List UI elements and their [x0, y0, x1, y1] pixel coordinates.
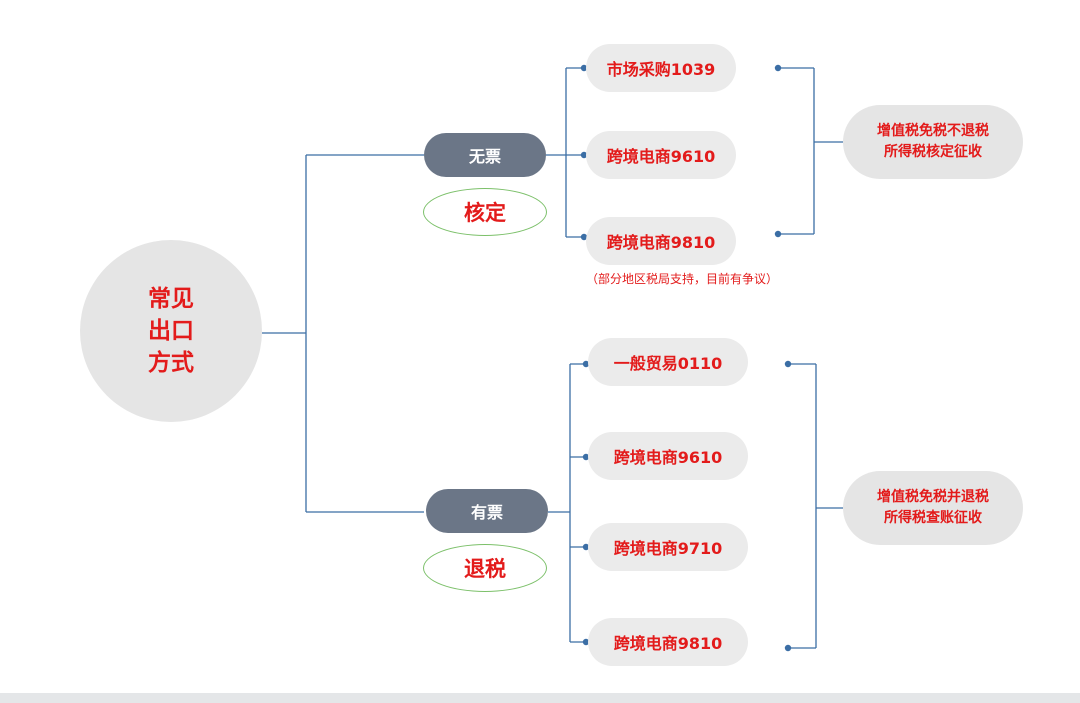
connector-dot: [774, 64, 782, 72]
connector-dot: [580, 233, 588, 241]
result-node: 增值税免税不退税 所得税核定征收: [843, 105, 1023, 179]
root-line: 常见: [148, 286, 194, 312]
branch2-result-connector: [788, 363, 843, 649]
connector-dot: [580, 151, 588, 159]
result-line: 所得税查账征收: [884, 510, 982, 526]
mode-node: 一般贸易0110: [588, 338, 748, 386]
root-connector: [262, 154, 424, 513]
branch2-mode-connector: [548, 363, 586, 643]
connector-dot: [582, 638, 590, 646]
connector-dot: [582, 360, 590, 368]
branch1-mode-connector: [546, 67, 584, 238]
connector-dot: [784, 360, 792, 368]
connector-dot: [582, 453, 590, 461]
root-node: 常见 出口 方式: [80, 240, 262, 422]
branch1-result-connector: [778, 67, 843, 235]
root-line: 方式: [148, 350, 194, 376]
mode-node: 市场采购1039: [586, 44, 736, 92]
note-text: （部分地区税局支持，目前有争议）: [586, 272, 779, 286]
result-node: 增值税免税并退税 所得税查账征收: [843, 471, 1023, 545]
tag-tax-refund: 退税: [423, 544, 547, 592]
mode-node: 跨境电商9610: [586, 131, 736, 179]
mode-node: 跨境电商9710: [588, 523, 748, 571]
connector-dot: [582, 543, 590, 551]
connector-dot: [580, 64, 588, 72]
mode-node: 跨境电商9810: [588, 618, 748, 666]
connector-dot: [774, 230, 782, 238]
result-line: 增值税免税并退税: [877, 489, 989, 505]
tag-assessed: 核定: [423, 188, 547, 236]
mode-node: 跨境电商9810: [586, 217, 736, 265]
result-line: 增值税免税不退税: [877, 123, 989, 139]
category-with-invoice: 有票: [426, 489, 548, 533]
category-no-invoice: 无票: [424, 133, 546, 177]
mode-node: 跨境电商9610: [588, 432, 748, 480]
bottom-strip: [0, 693, 1080, 703]
root-line: 出口: [148, 318, 194, 344]
result-line: 所得税核定征收: [884, 144, 982, 160]
connector-dot: [784, 644, 792, 652]
